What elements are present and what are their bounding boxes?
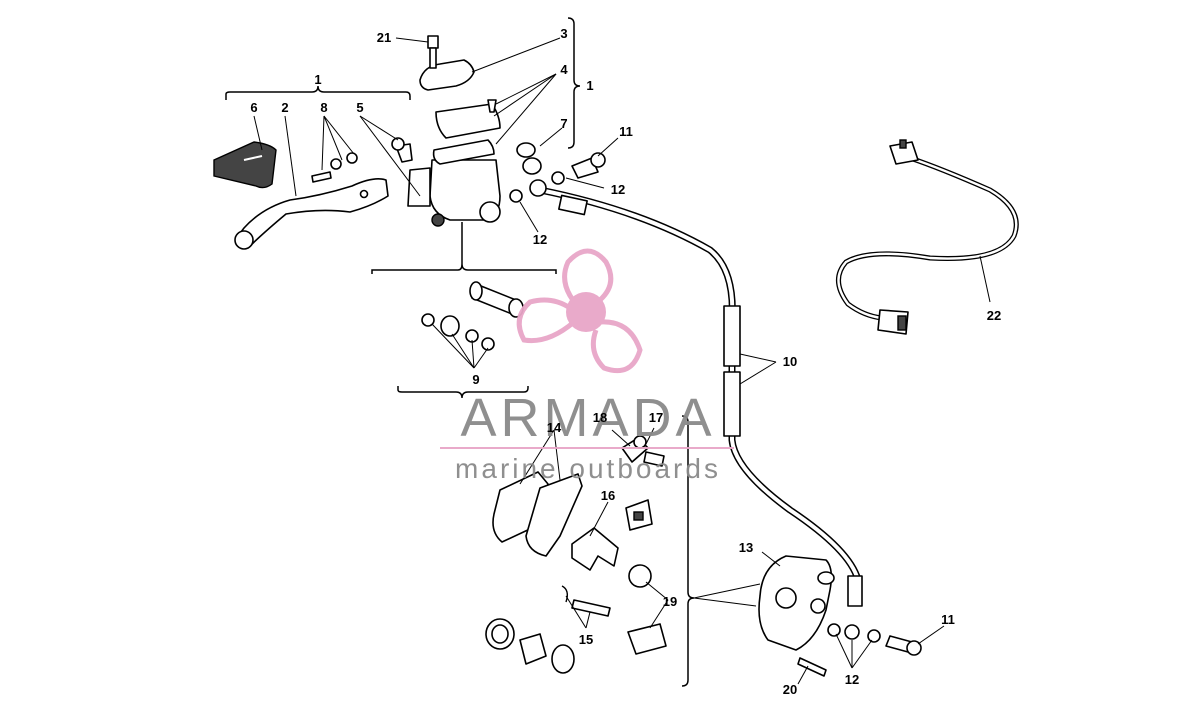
brake-pad-2 — [525, 473, 583, 557]
bracket-1-right — [567, 17, 581, 149]
callout-11: 11 — [619, 124, 633, 139]
pad-spring — [571, 527, 619, 571]
callout-17: 17 — [649, 410, 663, 425]
callout-12: 12 — [845, 672, 859, 687]
callout-4: 4 — [560, 62, 568, 77]
lever-tip — [234, 230, 254, 250]
lever-guard — [213, 141, 277, 189]
bracket-1-left — [225, 85, 411, 100]
callout-18: 18 — [593, 410, 607, 425]
callout-10: 10 — [783, 354, 797, 369]
callout-6: 6 — [250, 100, 257, 115]
callout-8: 8 — [320, 100, 327, 115]
brake-hose — [529, 179, 863, 607]
callout-12: 12 — [533, 232, 547, 247]
callout-5: 5 — [356, 100, 363, 115]
callout-9: 9 — [472, 372, 479, 387]
hose-sleeve-upper — [723, 305, 741, 367]
watermark-brand: ARMADA — [460, 388, 715, 448]
caliper-internal-parts — [485, 435, 667, 674]
bracket-9-bottom — [397, 386, 529, 399]
callout-19: 19 — [663, 594, 677, 609]
bracket-9-top — [371, 222, 557, 274]
callout-12: 12 — [611, 182, 625, 197]
brake-light-switch-cable — [836, 139, 1019, 335]
callout-15: 15 — [579, 632, 593, 647]
master-cylinder-assembly — [213, 35, 606, 250]
reservoir-gasket — [432, 139, 495, 165]
seal-kit-parts — [421, 281, 524, 351]
armada-watermark: ARMADA marine outboards — [440, 248, 734, 484]
callout-2: 2 — [281, 100, 288, 115]
callout-22: 22 — [987, 308, 1001, 323]
callout-7: 7 — [560, 116, 567, 131]
callout-14: 14 — [547, 420, 562, 435]
callout-3: 3 — [560, 26, 567, 41]
callout-16: 16 — [601, 488, 615, 503]
hose-sleeve-lower — [723, 371, 741, 437]
callout-1: 1 — [314, 72, 321, 87]
propeller-icon — [516, 248, 643, 374]
callout-11: 11 — [941, 612, 955, 627]
watermark-tagline: marine outboards — [455, 453, 721, 484]
propeller-hub — [566, 292, 606, 332]
handlebar-clamp — [419, 59, 475, 91]
brake-lever — [236, 178, 389, 249]
callout-20: 20 — [783, 682, 797, 697]
callout-1: 1 — [586, 78, 593, 93]
brackets — [225, 17, 761, 687]
leader-lines — [253, 37, 991, 685]
callout-13: 13 — [739, 540, 753, 555]
brake-caliper — [758, 555, 922, 677]
callout-labels: 1 1 2 3 4 5 6 7 8 9 10 11 11 12 12 12 13… — [250, 26, 1001, 697]
callout-21: 21 — [377, 30, 391, 45]
